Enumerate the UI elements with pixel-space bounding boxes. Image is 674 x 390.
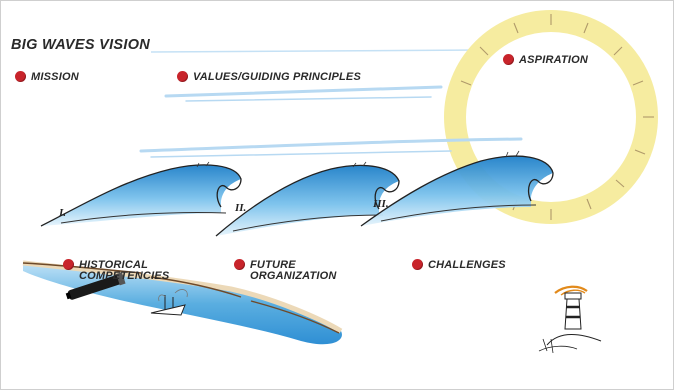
- mission-bullet: [15, 71, 26, 82]
- values-bullet: [177, 71, 188, 82]
- wave-numeral-3: III.: [373, 198, 389, 210]
- mission-label: MISSION: [31, 71, 79, 83]
- future-label-line2: ORGANIZATION: [250, 270, 337, 282]
- challenges-bullet: [412, 259, 423, 270]
- future-bullet: [234, 259, 245, 270]
- aspiration-bullet: [503, 54, 514, 65]
- wave-numeral-2: II.: [235, 202, 247, 214]
- values-label: VALUES/GUIDING PRINCIPLES: [193, 71, 361, 83]
- wave-numeral-1: I.: [59, 207, 67, 219]
- future-label-line1: FUTURE: [250, 259, 296, 271]
- sun-icon: [444, 10, 658, 224]
- aspiration-label: ASPIRATION: [519, 54, 589, 66]
- cannon-icon: [65, 272, 126, 300]
- historical-label-line2: COMPETENCIES: [79, 270, 170, 282]
- historical-bullet: [63, 259, 74, 270]
- historical-label-line1: HISTORICAL: [79, 259, 149, 271]
- challenges-label: CHALLENGES: [428, 259, 506, 271]
- ship-icon: [150, 289, 188, 316]
- wave-icon: [40, 150, 554, 237]
- lighthouse-icon: [538, 285, 602, 354]
- page-title: BIG WAVES VISION: [11, 37, 151, 53]
